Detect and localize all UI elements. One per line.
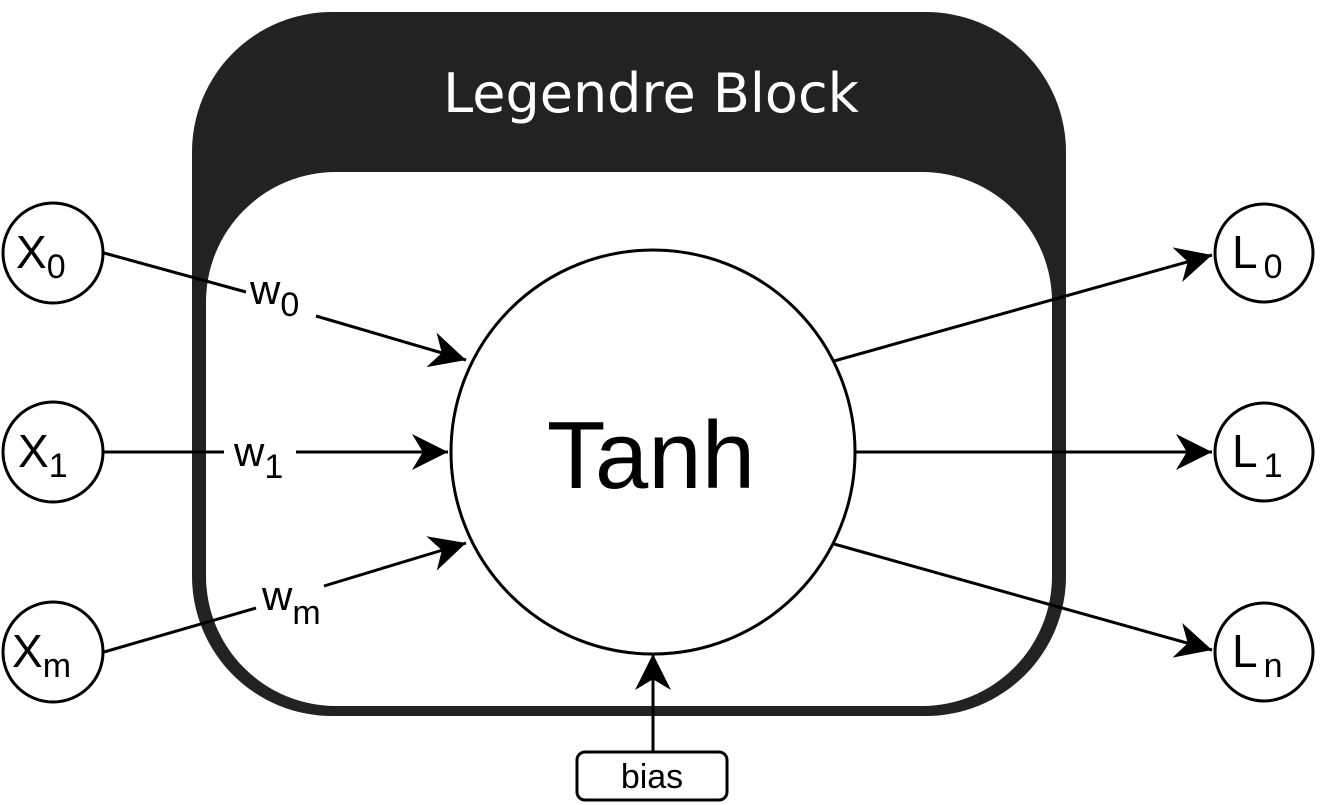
input-node-x0-circle: [1, 201, 105, 305]
input-node-xm-circle: [1, 600, 105, 704]
weight-label-w0-base: w: [249, 266, 281, 313]
edge-x0-to-core-b: [315, 314, 467, 368]
input-node-x1: X1: [1, 400, 105, 504]
bias-label: bias: [621, 758, 683, 796]
input-node-x1-circle: [1, 400, 105, 504]
weight-label-w1-base: w: [233, 428, 265, 475]
weight-label-wm: wm: [261, 572, 321, 632]
input-node-xm-base: X: [12, 625, 43, 677]
edge-xm-to-core-b: [323, 536, 467, 588]
weight-label-w0-sub: 0: [280, 286, 299, 324]
weight-label-wm-base: w: [261, 572, 293, 619]
input-node-xm: Xm: [1, 600, 105, 704]
core-node: Tanh: [449, 248, 857, 656]
output-node-l0-base: L: [1232, 226, 1258, 278]
weight-label-wm-sub: m: [292, 594, 320, 632]
bias-box: [575, 750, 729, 802]
input-node-x0-sub: 0: [47, 248, 66, 286]
edge-x0-to-core: [103, 251, 247, 294]
edge-core-to-ln: [833, 542, 1213, 658]
output-edges: [833, 247, 1213, 658]
weight-label-w1-sub: 1: [264, 448, 283, 486]
input-node-x1-label: X1: [18, 425, 68, 485]
output-node-l1-circle: [1213, 401, 1315, 503]
output-node-l0-circle: [1213, 202, 1315, 304]
output-node-ln-sub: n: [1264, 647, 1283, 685]
input-node-x0-label: X0: [16, 226, 66, 286]
output-node-l0-sub: 0: [1264, 248, 1283, 286]
weight-label-w1: w1: [233, 428, 283, 486]
block-title: Legendre Block: [443, 62, 860, 125]
input-node-xm-label: Xm: [12, 625, 71, 685]
output-node-l1-base: L: [1232, 425, 1258, 477]
input-nodes: X0 X1 Xm: [1, 201, 105, 704]
weight-labels: w0 w1 wm: [233, 266, 321, 632]
input-node-x0: X0: [1, 201, 105, 305]
edge-core-to-l0: [833, 247, 1213, 363]
input-node-x1-base: X: [18, 425, 49, 477]
input-node-x0-base: X: [16, 226, 47, 278]
output-node-ln-circle: [1213, 601, 1315, 703]
output-node-l1-sub: 1: [1264, 447, 1283, 485]
input-node-xm-sub: m: [43, 647, 71, 685]
input-node-x1-sub: 1: [49, 447, 68, 485]
bias-node: bias: [575, 750, 729, 802]
edge-xm-to-core: [103, 606, 257, 654]
core-circle: [449, 248, 857, 656]
core-label: Tanh: [547, 402, 755, 509]
input-edges: [103, 251, 467, 654]
weight-label-w0: w0: [249, 266, 299, 324]
output-node-ln-base: L: [1232, 625, 1258, 677]
